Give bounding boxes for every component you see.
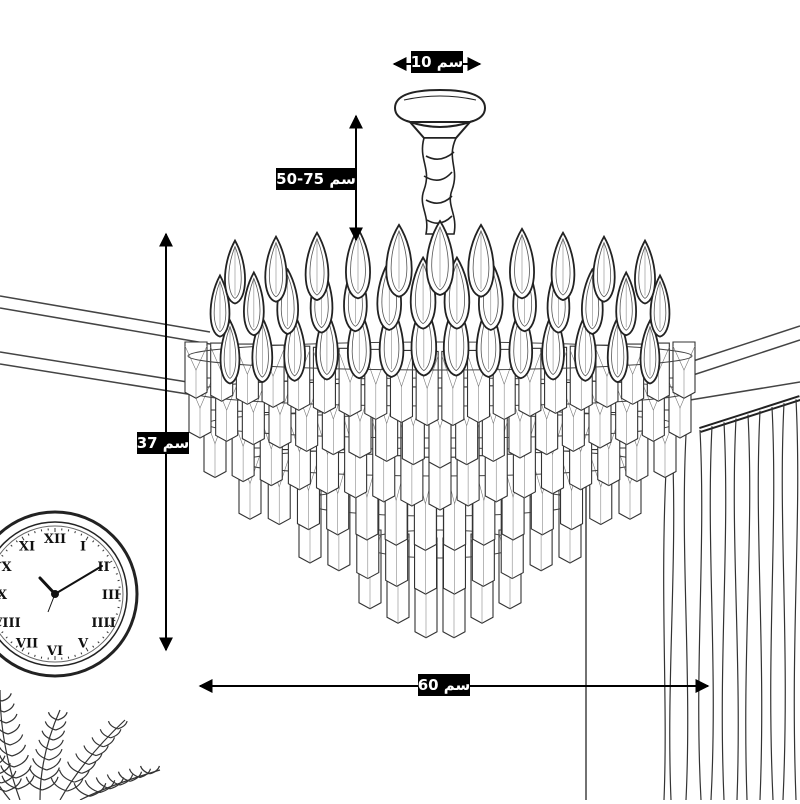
fern-leaf [49, 749, 62, 760]
curtain-fold [734, 419, 738, 801]
curtain-fold [746, 415, 750, 800]
clock-tick [116, 614, 118, 615]
curtain-fold [794, 399, 797, 800]
top-width-label: 10 سم [411, 51, 463, 73]
chain-length-label: 50-75 سم [276, 168, 356, 190]
clock-numeral: XII [44, 532, 66, 547]
fern-leaf [39, 740, 51, 750]
clock-numeral: IX [0, 588, 8, 603]
fern-leaf [0, 724, 8, 734]
fern-leaf [6, 714, 17, 723]
fern-leaf [76, 754, 89, 765]
crystal-tiers [185, 221, 695, 638]
clock-numeral: III [102, 588, 120, 603]
clock-numeral: X [1, 560, 12, 575]
fern-leaf [51, 740, 63, 750]
diameter-label: 60 سم [418, 674, 470, 696]
clock-numeral: IIII [91, 616, 115, 631]
curtain-fold [722, 422, 725, 800]
ceiling-canopy [395, 90, 485, 138]
curtain-fold [670, 439, 674, 800]
fern-leaf [84, 745, 96, 755]
fern-leaf [53, 731, 64, 740]
clock-tick [75, 655, 76, 657]
fern-leaf [56, 721, 66, 730]
fern-leaf [58, 712, 67, 720]
fern-leaf [92, 737, 103, 746]
fern-leaf [111, 729, 121, 738]
clock-tick [35, 531, 36, 533]
fern-leaf [10, 735, 23, 746]
curtain-fold [684, 435, 687, 801]
fern-leaf [103, 737, 114, 746]
curtain [664, 398, 800, 800]
clock-numeral: VII [15, 637, 38, 652]
curtain-fold [758, 411, 761, 800]
clock-tick [35, 655, 36, 657]
fern-leaf [0, 735, 10, 746]
hanging-rod [422, 138, 456, 234]
clock-numeral: I [80, 540, 86, 555]
fern-leaf [14, 755, 28, 767]
fern-leaf [36, 749, 49, 760]
clock-numeral: XI [19, 540, 35, 555]
height-label: 37 سم [137, 432, 189, 454]
wall-clock: XIIIIIIIIIIIIVVIVIIVIIIIXXXI [0, 512, 137, 676]
chandelier [185, 90, 695, 638]
fern-leaf [33, 758, 47, 770]
curtain-fold [699, 430, 702, 800]
clock-center [51, 590, 59, 598]
fern-plant [0, 690, 160, 800]
fern-leaf [2, 693, 11, 701]
fern-stem [60, 720, 125, 800]
curtain-fold [782, 403, 785, 800]
fern-leaf [85, 780, 100, 792]
curtain-edge [664, 470, 666, 800]
fern-leaf [16, 765, 31, 778]
clock-tick [75, 531, 76, 533]
curtain-fold [710, 426, 713, 800]
fern-leaf [8, 724, 20, 734]
fern-leaf [4, 704, 14, 712]
fern-leaf [18, 776, 34, 789]
fern-leaf [42, 777, 58, 790]
clock-tick [116, 574, 118, 575]
curtain-fold [771, 407, 774, 800]
fern-leaf [12, 745, 25, 756]
fern-leaf [68, 762, 82, 774]
